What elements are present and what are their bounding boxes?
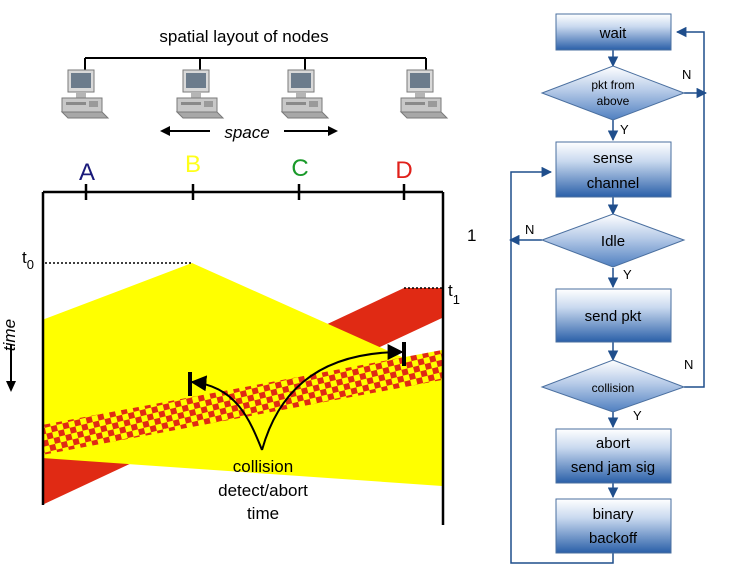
space-arrow: space bbox=[160, 123, 338, 142]
step-backoff-label-line1: binary bbox=[593, 506, 634, 523]
computer-icon bbox=[281, 69, 329, 119]
decision-collision: collision bbox=[540, 359, 686, 413]
branch-pkt-yes: Y bbox=[620, 122, 629, 137]
layout-title: spatial layout of nodes bbox=[159, 27, 328, 46]
step-send-pkt: send pkt bbox=[555, 288, 672, 343]
branch-coll-yes: Y bbox=[633, 408, 642, 423]
branch-coll-no: N bbox=[684, 357, 693, 372]
timeline-frame bbox=[41, 184, 445, 525]
t0-label: t0 bbox=[22, 248, 34, 272]
step-backoff-label-line2: backoff bbox=[589, 530, 638, 547]
node-bus bbox=[84, 57, 427, 72]
collision-pointer-d bbox=[261, 344, 404, 451]
step-abort-label-line1: abort bbox=[596, 435, 631, 452]
decision-collision-label: collision bbox=[592, 381, 635, 395]
space-label: space bbox=[224, 123, 269, 142]
node-label-b: B bbox=[185, 151, 201, 178]
csma-cd-flowchart: wait pkt from above Y N sense channel Id… bbox=[508, 13, 708, 564]
collision-pointer-b bbox=[190, 375, 263, 451]
node-label-c: C bbox=[291, 155, 308, 182]
decision-pkt-label-line2: above bbox=[597, 94, 630, 108]
collision-label-line1: collision bbox=[233, 457, 293, 476]
step-abort: abort send jam sig bbox=[555, 428, 672, 484]
collision-overlap-region bbox=[42, 350, 442, 455]
decision-pkt-label-line1: pkt from bbox=[591, 78, 634, 92]
decision-idle-label: Idle bbox=[601, 233, 625, 250]
collision-label-line3: time bbox=[247, 504, 279, 523]
decision-idle: Idle bbox=[540, 213, 686, 268]
step-send-label: send pkt bbox=[585, 308, 643, 325]
node-label-a: A bbox=[79, 159, 95, 186]
computer-icons bbox=[61, 69, 448, 119]
computer-icon bbox=[400, 69, 448, 119]
step-sense-label-line2: channel bbox=[587, 175, 640, 192]
computer-icon bbox=[176, 69, 224, 119]
branch-idle-no: N bbox=[525, 222, 534, 237]
stray-mark: 1 bbox=[467, 226, 476, 245]
computer-icon bbox=[61, 69, 109, 119]
time-arrowhead bbox=[6, 381, 16, 392]
step-abort-label-line2: send jam sig bbox=[571, 459, 655, 476]
time-label: time bbox=[0, 319, 19, 351]
step-wait-label: wait bbox=[599, 25, 628, 42]
node-label-d: D bbox=[395, 157, 412, 184]
step-wait: wait bbox=[555, 13, 672, 51]
t1-label: t1 bbox=[448, 281, 460, 307]
branch-pkt-no: N bbox=[682, 67, 691, 82]
flow-connectors bbox=[508, 26, 708, 564]
branch-idle-yes: Y bbox=[623, 267, 632, 282]
step-sense-label-line1: sense bbox=[593, 150, 633, 167]
spacetime-diagram: spatial layout of nodes space A B C D bbox=[0, 27, 460, 525]
decision-pkt-from-above: pkt from above bbox=[540, 65, 686, 121]
step-sense-channel: sense channel bbox=[555, 141, 672, 198]
step-backoff: binary backoff bbox=[555, 498, 672, 554]
collision-label-line2: detect/abort bbox=[218, 481, 308, 500]
